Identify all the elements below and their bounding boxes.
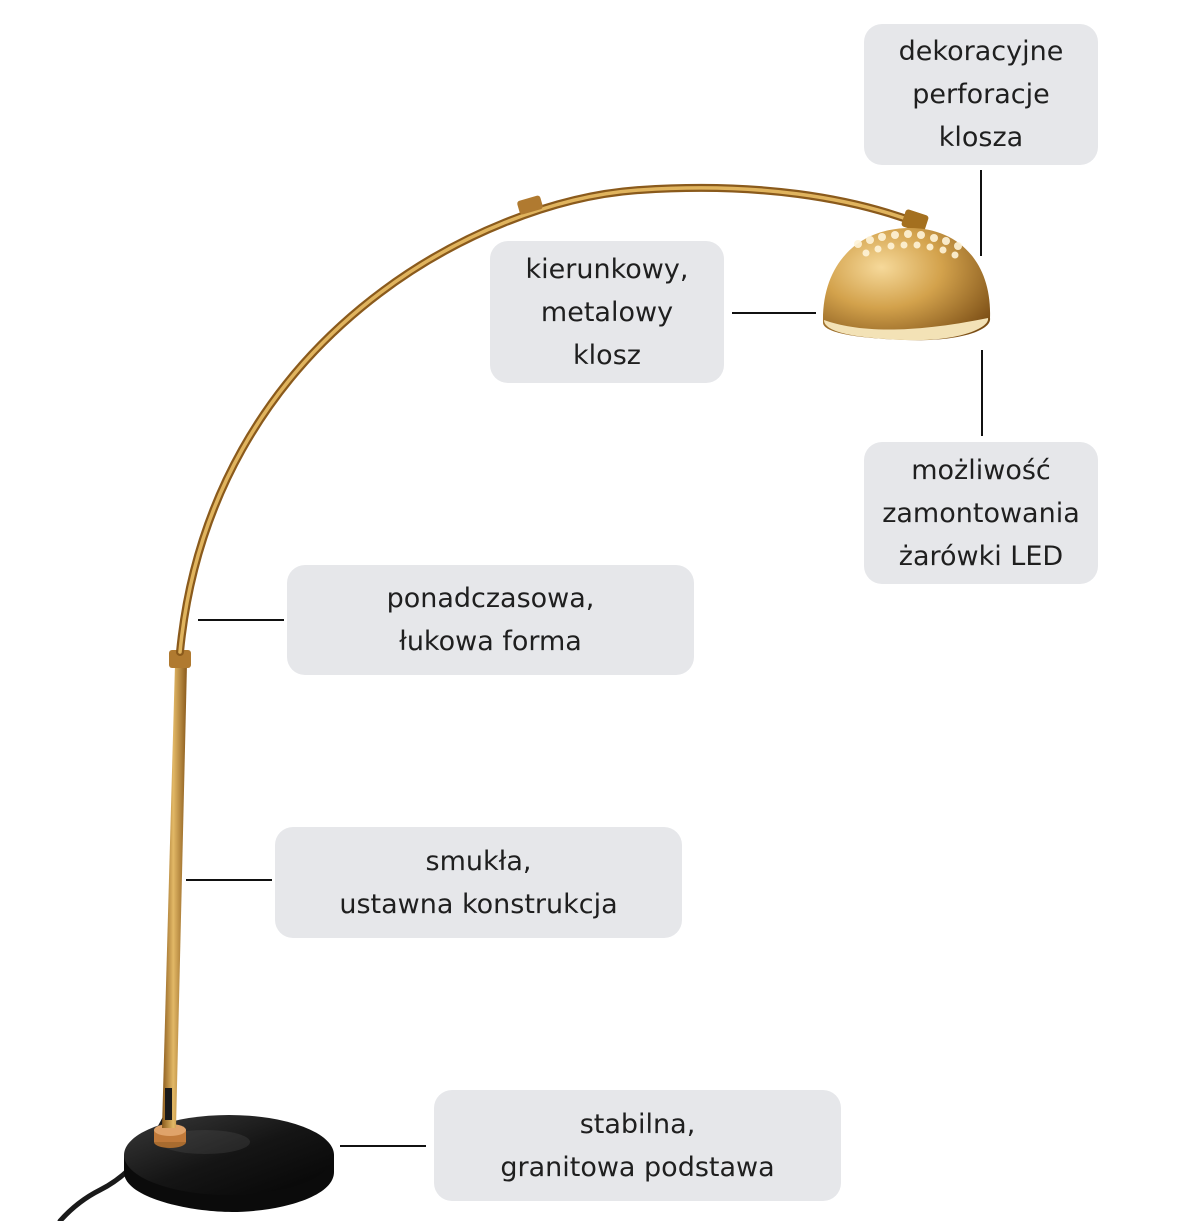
callout-shade-perforations: dekoracyjne perforacje klosza xyxy=(864,24,1098,165)
callout-arc-text: ponadczasowa, łukowa forma xyxy=(386,583,595,657)
callout-led-bulb: możliwość zamontowania żarówki LED xyxy=(864,442,1098,584)
leader-line-led xyxy=(981,350,983,436)
arc-sleeve xyxy=(517,195,543,215)
callout-base-text: stabilna, granitowa podstawa xyxy=(500,1108,775,1183)
pole-collar xyxy=(154,1124,186,1148)
callout-arc-form: ponadczasowa, łukowa forma xyxy=(287,565,694,675)
leader-line-shade xyxy=(732,312,816,314)
leader-line-base xyxy=(340,1145,426,1147)
callout-granite-base: stabilna, granitowa podstawa xyxy=(434,1090,841,1201)
leader-line-construction xyxy=(186,879,272,881)
leader-line-arc xyxy=(198,619,284,621)
callout-directional-shade: kierunkowy, metalowy klosz xyxy=(490,241,724,383)
lower-pole xyxy=(162,664,187,1128)
callout-slim-construction: smukła, ustawna konstrukcja xyxy=(275,827,682,938)
callout-shade-text: kierunkowy, metalowy klosz xyxy=(525,253,689,371)
leader-line-perforations xyxy=(980,170,982,256)
pole-joint xyxy=(169,650,191,668)
dome-shade xyxy=(822,228,991,341)
shade-neck xyxy=(901,209,929,233)
callout-led-text: możliwość zamontowania żarówki LED xyxy=(882,454,1080,572)
callout-construction-text: smukła, ustawna konstrukcja xyxy=(339,845,618,920)
callout-perforations-text: dekoracyjne perforacje klosza xyxy=(898,36,1064,153)
